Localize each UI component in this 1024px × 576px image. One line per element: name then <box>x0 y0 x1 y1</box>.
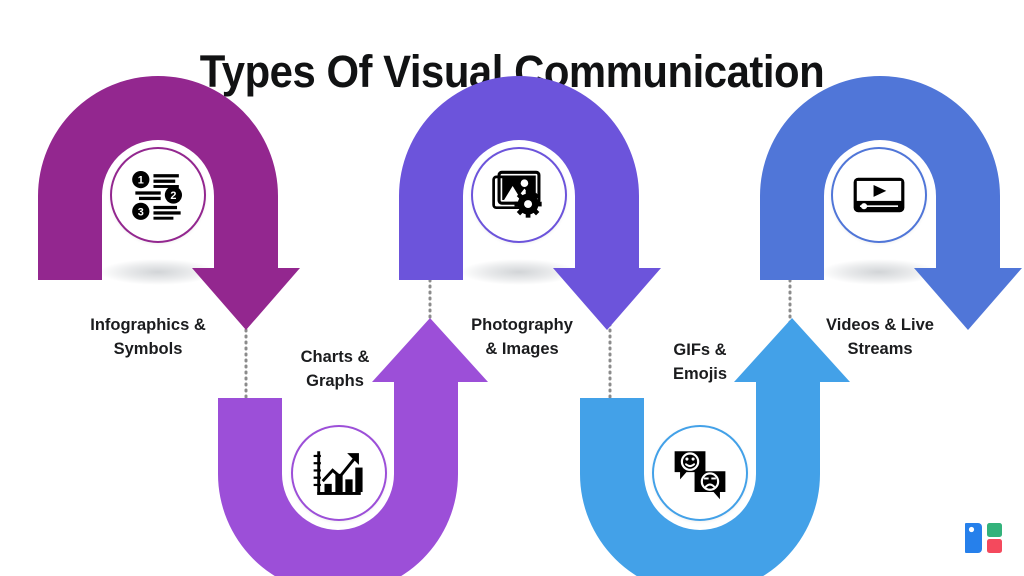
logo-square-bottom <box>987 539 1002 553</box>
icon-circle-infographics[interactable]: 1 2 3 <box>110 147 206 243</box>
step-label-gifs: GIFs & Emojis <box>672 341 728 383</box>
svg-text:2: 2 <box>170 190 176 202</box>
image-settings-icon <box>490 166 548 224</box>
numbered-list-icon: 1 2 3 <box>129 166 187 224</box>
shadow-ellipse-4 <box>642 536 758 562</box>
icon-circle-photography[interactable] <box>471 147 567 243</box>
shadow-ellipse-3 <box>461 259 577 285</box>
bar-chart-growth-icon <box>310 444 368 502</box>
step-label-charts: Charts & Graphs <box>300 348 370 390</box>
logo-tag-hole <box>968 526 975 533</box>
step-label-videos: Videos & Live Streams <box>826 316 934 358</box>
icon-circle-charts[interactable] <box>291 425 387 521</box>
icon-circle-videos[interactable] <box>831 147 927 243</box>
video-player-icon <box>850 166 908 224</box>
visme-logo[interactable] <box>962 514 1010 562</box>
page-title: Types Of Visual Communication <box>199 46 825 97</box>
step-label-photography: Photography & Images <box>471 316 573 358</box>
logo-tag-shape <box>965 523 982 553</box>
logo-square-top <box>987 523 1002 537</box>
icon-circle-gifs[interactable] <box>652 425 748 521</box>
step-label-infographics: Infographics & Symbols <box>90 316 206 358</box>
svg-text:3: 3 <box>138 206 144 218</box>
shadow-ellipse-2 <box>281 536 397 562</box>
emoji-chat-bubbles-icon <box>671 444 729 502</box>
shadow-ellipse-5 <box>821 259 937 285</box>
svg-text:1: 1 <box>138 175 144 187</box>
shadow-ellipse-1 <box>100 259 216 285</box>
